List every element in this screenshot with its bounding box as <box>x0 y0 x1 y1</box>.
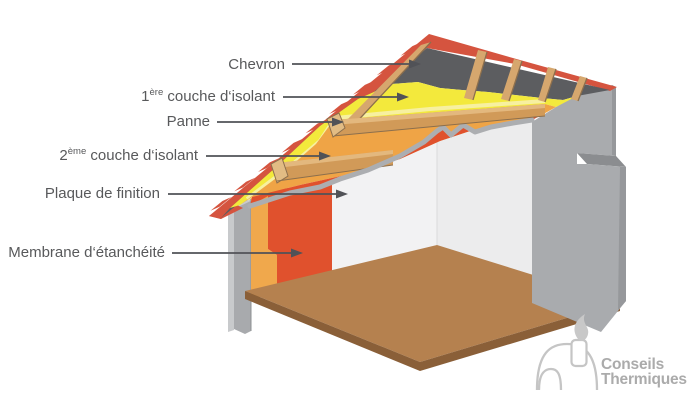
panne-beam-lower <box>270 150 394 184</box>
left-wall-masonry <box>234 197 251 334</box>
label-panne: Panne <box>166 113 210 130</box>
chevron-3 <box>501 59 522 101</box>
candle-icon <box>570 338 588 368</box>
igloo-icon <box>535 342 599 391</box>
arrow-membrane <box>172 248 303 258</box>
label-finish-board: Plaque de finition <box>44 185 160 202</box>
insulation-layer-1 <box>230 82 577 208</box>
logo-line2: Thermiques <box>601 371 687 388</box>
label-first-insulation: 1ère couche d‘isolant <box>141 87 275 105</box>
label-membrane: Membrane d‘étanchéité <box>8 244 165 261</box>
floor-edge-right <box>420 302 620 371</box>
label-chevron: Chevron <box>228 56 285 73</box>
gable-lower-face <box>532 94 626 332</box>
left-wall-outer-edge <box>228 205 234 332</box>
igloo-door-icon <box>537 367 563 391</box>
chevron-5 <box>571 76 587 101</box>
floor-edge-left <box>245 291 420 371</box>
arrow-couche2 <box>206 151 331 161</box>
arrow-panne <box>217 117 344 127</box>
label-second-insulation: 2ème couche d‘isolant <box>59 146 198 164</box>
arrow-chevron <box>292 59 421 69</box>
gable-step-face <box>577 153 626 167</box>
brand-logo: Conseils Thermiques <box>535 314 687 391</box>
logo-line1: Conseils <box>601 356 664 373</box>
chevron-2 <box>464 50 487 100</box>
wall-insulation-strip <box>251 188 277 297</box>
wall-membrane-surface <box>268 184 332 297</box>
label-arrows <box>168 59 421 258</box>
floor-panel <box>245 245 620 371</box>
gable-lower-side <box>618 167 626 310</box>
gable-wall <box>532 85 626 332</box>
arrow-plaque <box>168 189 348 199</box>
finish-board-edge <box>247 117 535 209</box>
chevron-4 <box>538 67 556 102</box>
gable-upper-face <box>577 85 616 156</box>
gable-upper-side <box>612 85 616 156</box>
flame-icon <box>574 314 589 341</box>
arrow-couche1 <box>283 92 409 102</box>
floor-top <box>245 245 620 362</box>
